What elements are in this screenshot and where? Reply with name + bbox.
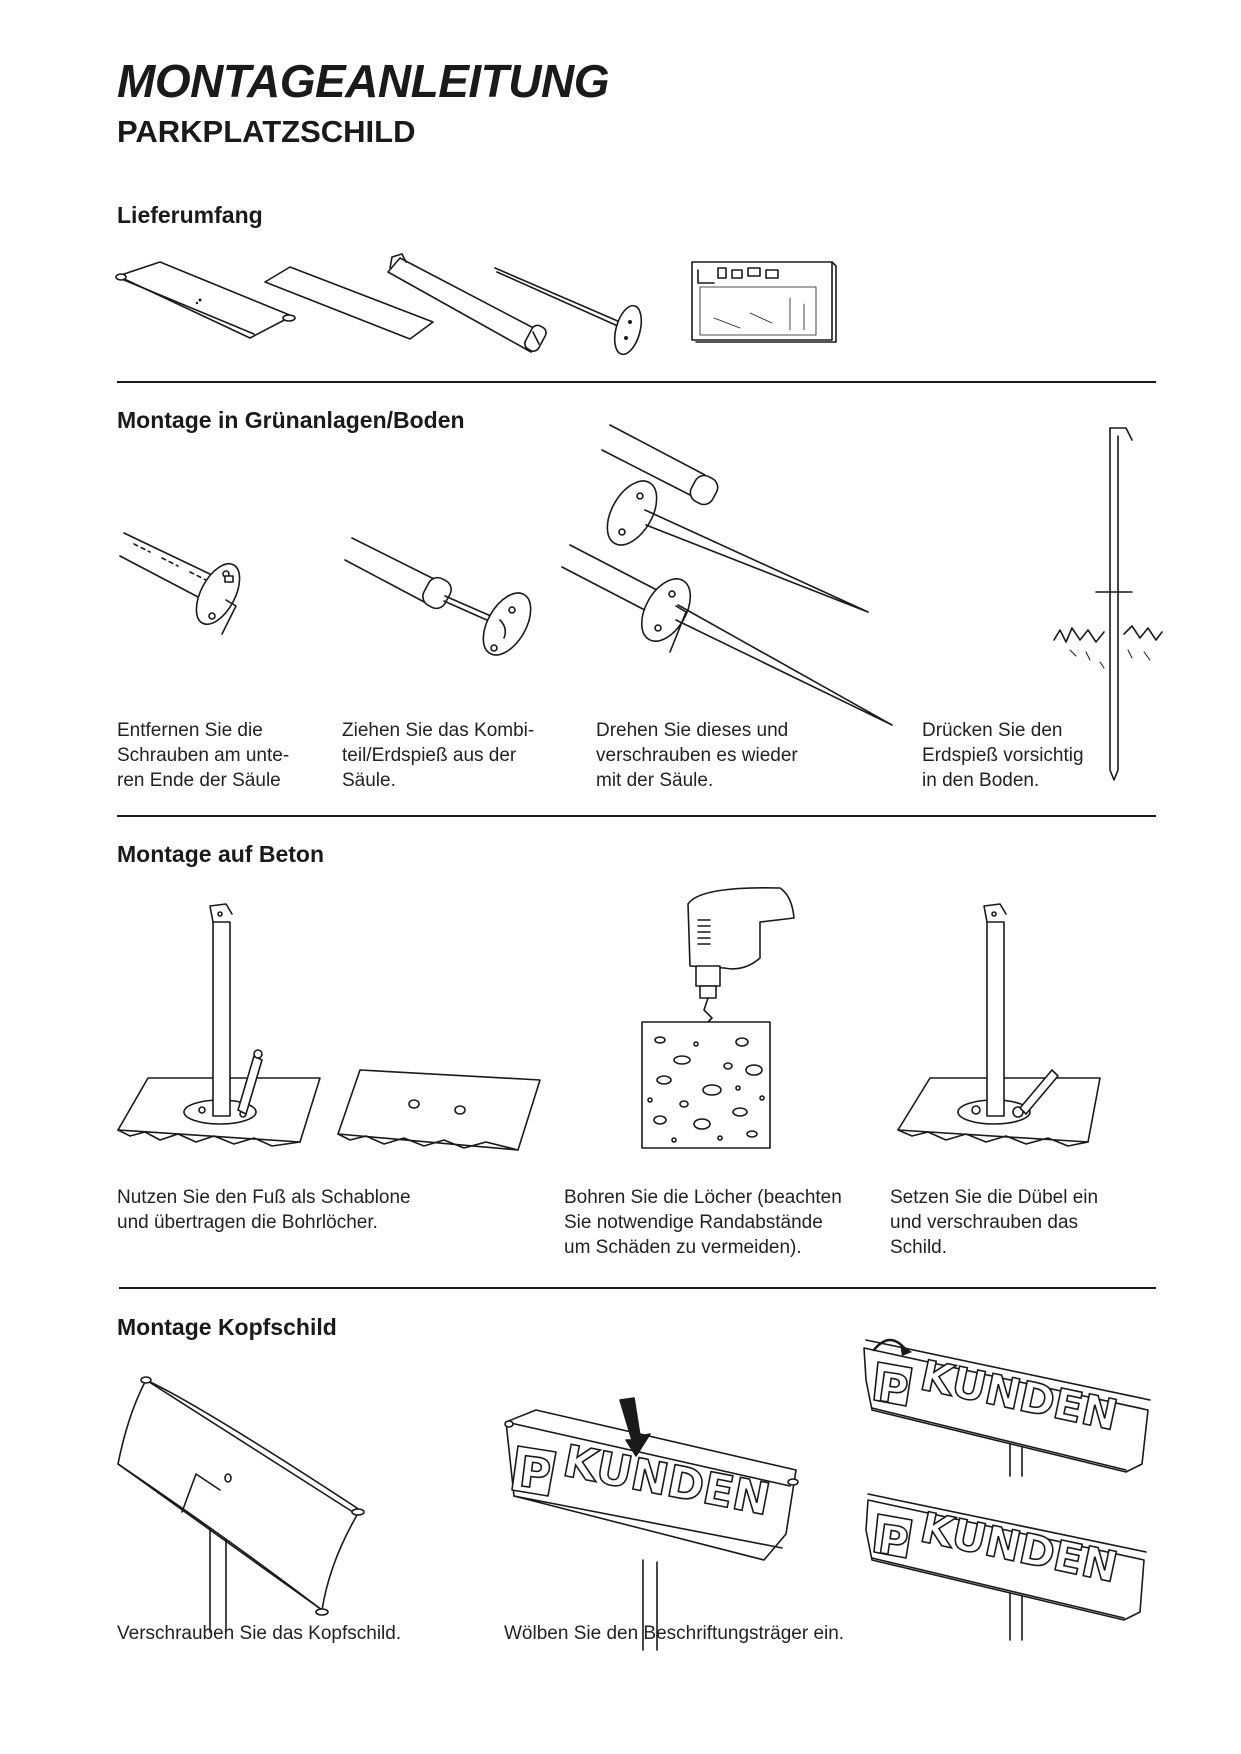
part-sign-carrier xyxy=(115,261,296,339)
part-flat-sheet xyxy=(264,266,434,340)
green-step2-illustration xyxy=(344,537,532,656)
concrete-step2-illustration xyxy=(641,887,795,1149)
green-step2-caption: Ziehen Sie das Kombi- teil/Erdspieß aus … xyxy=(342,720,535,791)
green-step3-caption: Drehen Sie dieses und verschrauben es wi… xyxy=(596,720,798,791)
divider-1 xyxy=(117,381,1156,383)
section-heading-delivery: Lieferumfang xyxy=(117,202,263,228)
page-title: MONTAGEANLEITUNG xyxy=(117,55,610,107)
green-step1-caption: Entfernen Sie die Schrauben am unte- ren… xyxy=(117,720,290,791)
sign-word-1: KUNDEN xyxy=(559,1436,774,1526)
green-step3-illustration xyxy=(561,424,893,726)
part-post xyxy=(387,253,547,353)
concrete-step2-caption: Bohren Sie die Löcher (beachten Sie notw… xyxy=(564,1187,842,1258)
concrete-step3-illustration xyxy=(897,903,1101,1147)
green-step1-illustration xyxy=(119,532,241,635)
sign-letter-3: P xyxy=(875,1517,910,1567)
headsign-step2-caption: Wölben Sie den Beschriftungsträger ein. xyxy=(504,1623,845,1644)
divider-2 xyxy=(117,815,1156,817)
headsign-step1-caption: Verschrauben Sie das Kopfschild. xyxy=(117,1623,402,1644)
section-heading-concrete: Montage auf Beton xyxy=(117,841,324,867)
green-step4-caption: Drücken Sie den Erdspieß vorsichtig in d… xyxy=(922,720,1084,791)
page-subtitle: PARKPLATZSCHILD xyxy=(117,114,416,149)
part-instruction-leaflet xyxy=(691,261,837,343)
concrete-step3-caption: Setzen Sie die Dübel ein und verschraube… xyxy=(890,1187,1099,1258)
divider-3 xyxy=(119,1287,1156,1289)
headsign-step2-illustration: P KUNDEN xyxy=(504,1397,799,1651)
concrete-step1-caption: Nutzen Sie den Fuß als Schablone und übe… xyxy=(117,1187,411,1233)
concrete-step1b-illustration xyxy=(337,1069,541,1151)
section-heading-headsign: Montage Kopfschild xyxy=(117,1314,337,1340)
part-ground-spike xyxy=(494,267,643,356)
concrete-step1-illustration xyxy=(117,903,321,1147)
sign-letter-2: P xyxy=(875,1365,910,1415)
section-heading-green: Montage in Grünanlagen/Boden xyxy=(117,407,465,433)
sign-word-2: KUNDEN xyxy=(916,1351,1122,1440)
headsign-step1-illustration xyxy=(117,1376,365,1633)
sign-word-3: KUNDEN xyxy=(916,1503,1122,1592)
sign-letter-1: P xyxy=(517,1447,554,1499)
headsign-step3-illustration: P KUNDEN P KUNDEN xyxy=(863,1338,1151,1641)
